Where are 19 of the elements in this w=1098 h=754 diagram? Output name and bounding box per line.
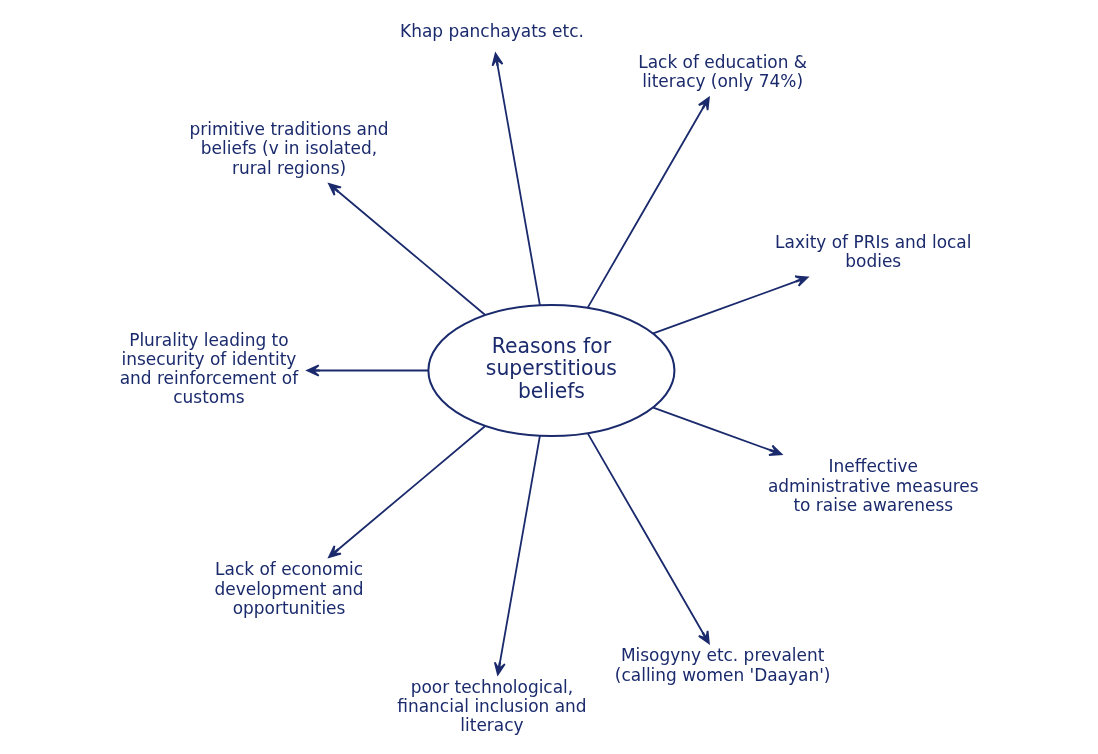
node-text: poor technological, financial inclusion and literacy: [397, 676, 587, 735]
node-text: Khap panchayats etc.: [400, 21, 584, 42]
node-text: Ineffective administrative measures to raise awareness: [767, 456, 979, 515]
arrow: [586, 96, 710, 309]
arrow: [306, 364, 430, 377]
arrow: [652, 406, 783, 456]
arrow: [491, 52, 541, 306]
node-text: Misogyny etc. prevalent (calling women 'Daayan'): [614, 645, 831, 685]
arrow: [652, 275, 809, 335]
node-text: Plurality leading to insecurity of identity and reinforcement of customs: [119, 329, 299, 408]
node-ellipse: Reasons for superstitious beliefs: [427, 303, 676, 438]
node-text: Laxity of PRIs and local bodies: [775, 231, 972, 271]
arrow: [493, 435, 541, 676]
arrow: [328, 183, 487, 316]
arrow: [586, 432, 710, 645]
node-text: Lack of economic development and opportunities: [214, 559, 364, 618]
arrow: [328, 425, 487, 558]
node-text: Lack of education & literacy (only 74%): [638, 52, 808, 92]
node-text: primitive traditions and beliefs (v in isolated, rural regions): [189, 119, 389, 178]
